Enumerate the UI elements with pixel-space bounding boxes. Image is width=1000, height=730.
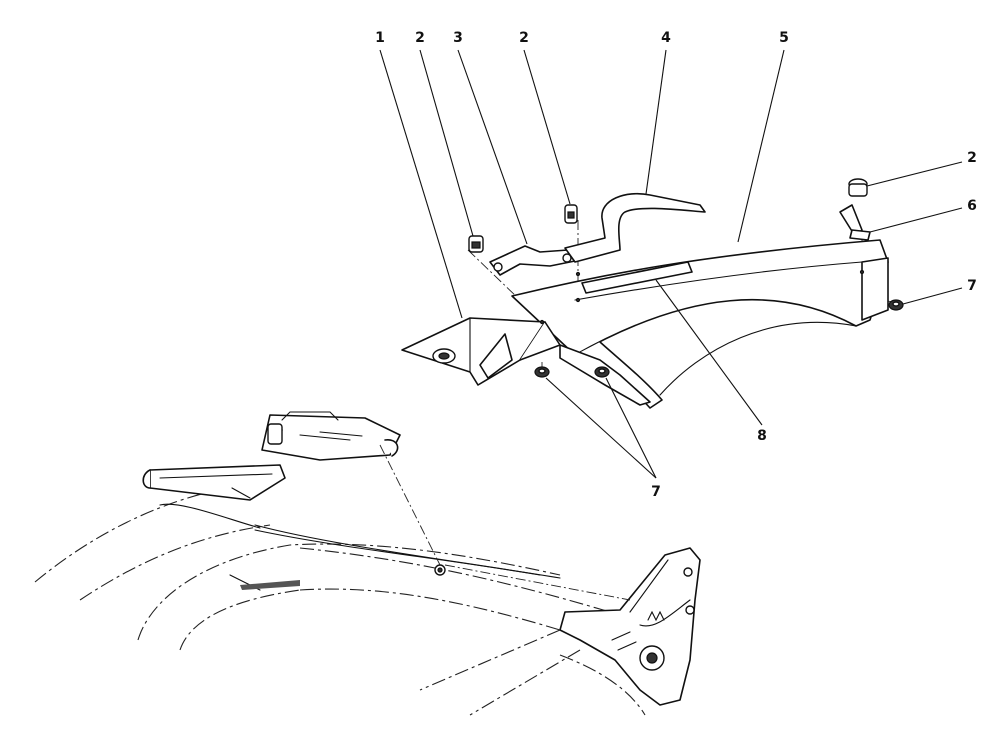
callout-labels: 1 2 3 2 4 5 2 6 7 8 7 (375, 30, 977, 500)
leader-8 (655, 279, 763, 426)
callout-6: 6 (967, 198, 977, 214)
callout-4: 4 (661, 30, 671, 46)
leader-7a (902, 287, 963, 305)
leader-2a (419, 49, 474, 237)
leader-7b-left (545, 377, 657, 479)
leader-2b (523, 49, 571, 205)
mower-housing-phantom (34, 481, 661, 716)
callout-3: 3 (453, 30, 463, 46)
leader-3 (457, 49, 528, 245)
rear-flap-phantom (142, 411, 446, 576)
leader-7b-right (605, 377, 657, 479)
callout-7b: 7 (651, 484, 661, 500)
hinge-plate-phantom (419, 547, 701, 716)
callout-2b: 2 (519, 30, 529, 46)
leader-1 (379, 49, 463, 319)
callout-1: 1 (375, 30, 385, 46)
callout-2c: 2 (967, 150, 977, 166)
leader-2c (866, 161, 963, 187)
leader-6 (869, 207, 963, 233)
callout-2a: 2 (415, 30, 425, 46)
callout-7a: 7 (967, 278, 977, 294)
leader-4 (645, 49, 667, 195)
leader-5 (737, 49, 785, 243)
discharge-chute (401, 178, 904, 409)
callout-8: 8 (757, 428, 767, 444)
callout-5: 5 (779, 30, 789, 46)
leader-lines (379, 49, 963, 479)
